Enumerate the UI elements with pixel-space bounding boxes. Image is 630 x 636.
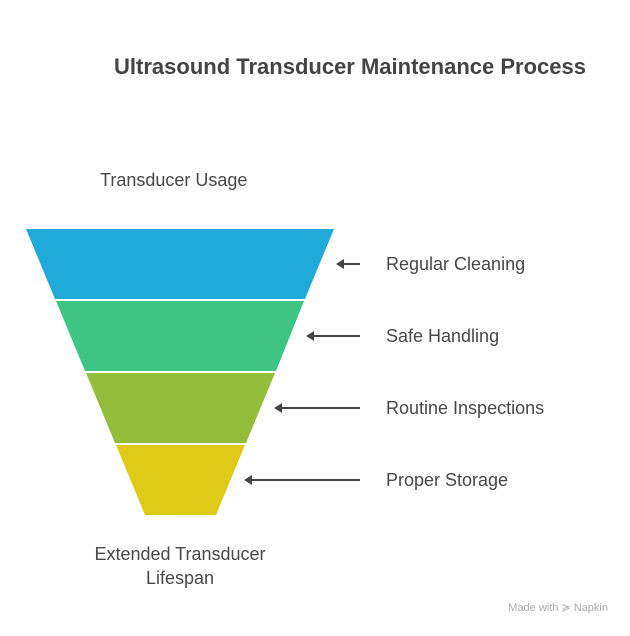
arrow-2: [306, 331, 360, 341]
funnel-stage-1: [26, 229, 334, 299]
arrow-1: [336, 259, 360, 269]
funnel-stage-2: [56, 301, 304, 371]
bottom-label-line2: Lifespan: [145, 568, 215, 588]
diagram-title: Ultrasound Transducer Maintenance Proces…: [114, 54, 586, 79]
stage-label-4: Proper Storage: [386, 470, 509, 490]
arrow-4: [244, 475, 360, 485]
top-label: Transducer Usage: [100, 170, 248, 190]
watermark: Made with ≽ Napkin: [508, 602, 608, 614]
bottom-label: Extended Transducer Lifespan: [60, 542, 300, 590]
funnel-stage-4: [116, 445, 245, 515]
bottom-label-line1: Extended Transducer: [94, 544, 266, 564]
stage-label-3: Routine Inspections: [386, 398, 545, 418]
stage-label-1: Regular Cleaning: [386, 254, 526, 274]
funnel-stage-3: [86, 373, 275, 443]
arrow-3: [274, 403, 360, 413]
stage-label-2: Safe Handling: [386, 326, 500, 346]
